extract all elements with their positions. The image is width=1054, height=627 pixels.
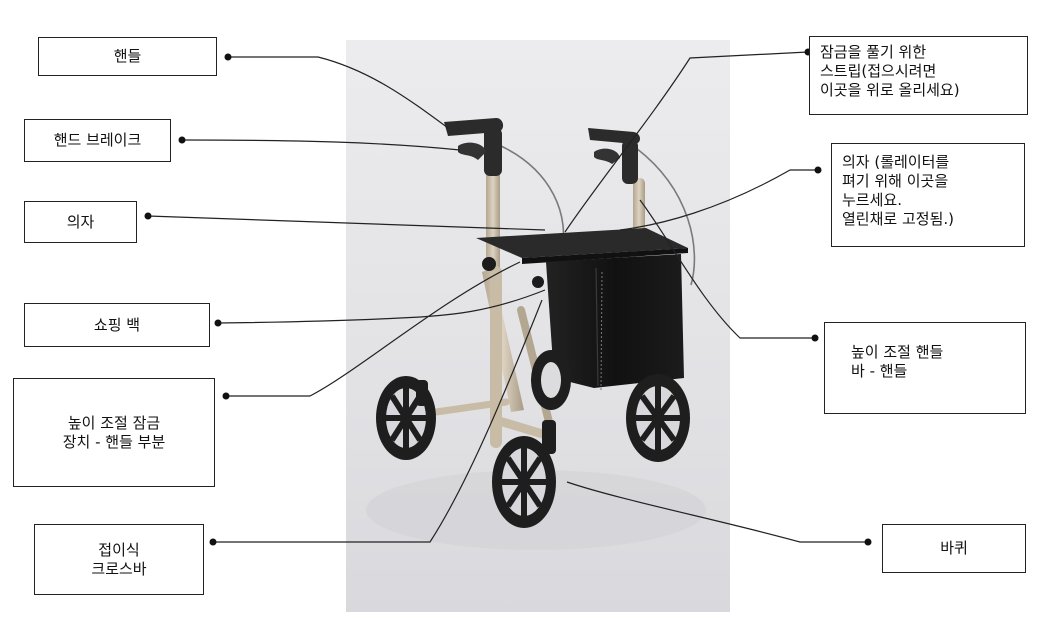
- label-seat: 의자: [24, 201, 137, 243]
- label-shopping-bag: 쇼핑 백: [24, 303, 210, 347]
- label-folding-crossbar: 접이식 크로스바: [34, 524, 204, 595]
- label-seat-open: 의자 (롤레이터를 펴기 위해 이곳을 누르세요. 열린채로 고정됨.): [831, 143, 1025, 247]
- label-hand-brake: 핸드 브레이크: [24, 119, 171, 162]
- seat-shape: [476, 228, 688, 258]
- rollator-photo: [346, 40, 730, 612]
- label-height-lock: 높이 조절 잠금 장치 - 핸들 부분: [13, 378, 215, 487]
- label-unlock-strap: 잠금을 풀기 위한 스트립(접으시려면 이곳을 위로 올리세요): [809, 36, 1028, 115]
- label-handle: 핸들: [38, 37, 217, 76]
- label-height-bar: 높이 조절 핸들 바 - 핸들: [824, 322, 1026, 414]
- label-wheel: 바퀴: [882, 524, 1026, 573]
- height-lock-knob: [482, 257, 496, 271]
